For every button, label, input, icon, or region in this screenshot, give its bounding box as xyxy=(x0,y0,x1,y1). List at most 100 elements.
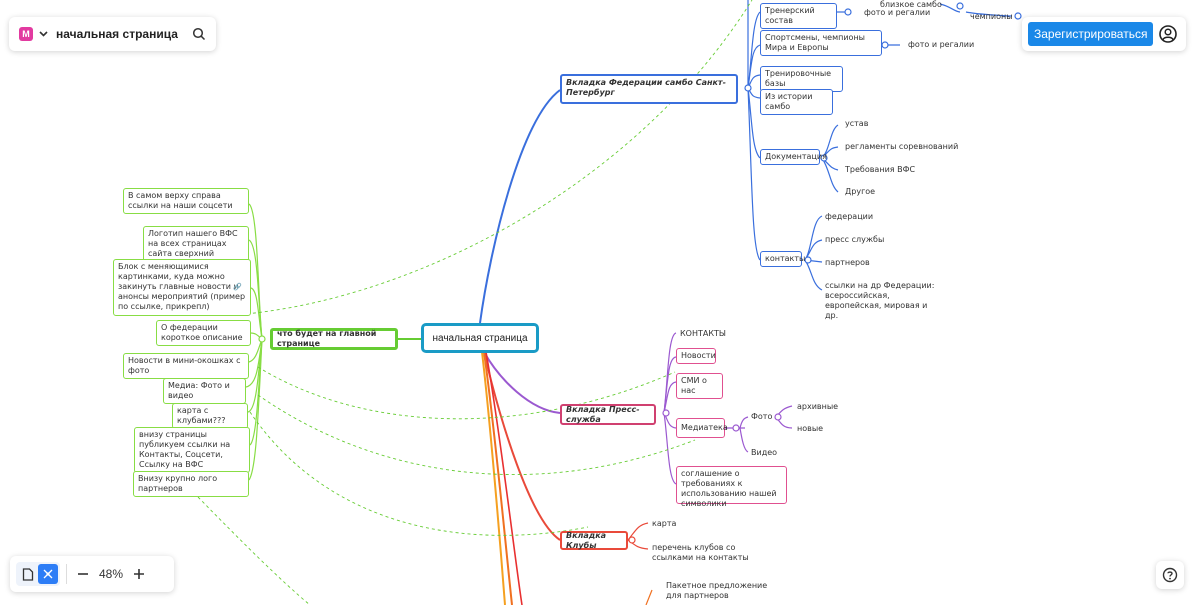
left-item-label: О федерации короткое описание xyxy=(161,323,243,342)
sub-label: ссылки на др Федерации: всероссийская, е… xyxy=(825,281,935,320)
left-item-node[interactable]: Новости в мини-окошках с фото xyxy=(123,353,249,379)
press-child-node[interactable]: Новости xyxy=(676,348,716,364)
sub-label: Фото xyxy=(751,412,773,421)
left-main-node[interactable]: что будет на главной странице xyxy=(270,328,398,350)
press-child-node[interactable]: СМИ о нас xyxy=(676,373,723,399)
contacts-sub-node[interactable]: федерации xyxy=(823,212,875,222)
contacts-sub-node[interactable]: ссылки на др Федерации: всероссийская, е… xyxy=(823,281,941,321)
partial-label: чемпионы xyxy=(970,12,1013,21)
docs-sub-node[interactable]: Требования ВФС xyxy=(843,165,917,175)
left-item-label: Внизу крупно лого партнеров xyxy=(138,474,218,493)
sub-label: Другое xyxy=(845,187,876,196)
left-item-label: карта с клубами??? xyxy=(177,406,226,425)
docs-sub-node[interactable]: Другое xyxy=(843,187,877,197)
register-button[interactable]: Зарегистрироваться xyxy=(1028,22,1154,46)
sub-label: карта xyxy=(652,519,677,528)
athletes-sub-node[interactable]: фото и регалии xyxy=(906,40,976,50)
contacts-sub-node[interactable]: партнеров xyxy=(823,258,872,268)
clubs-main-label: Вкладка Клубы xyxy=(566,530,607,550)
federation-child-node[interactable]: Документация xyxy=(760,149,827,165)
left-item-node[interactable]: Логотип нашего ВФС на всех страницах сай… xyxy=(143,226,249,262)
zoom-in-button[interactable] xyxy=(129,564,149,584)
sub-label: регламенты соревнований xyxy=(845,142,959,151)
user-icon[interactable] xyxy=(1159,25,1178,43)
zoom-out-button[interactable] xyxy=(73,564,93,584)
sub-label: Видео xyxy=(751,448,778,457)
zoom-out-icon xyxy=(78,573,88,575)
left-item-label: Медиа: Фото и видео xyxy=(168,381,230,400)
contacts-sub-node[interactable]: пресс службы xyxy=(823,235,886,245)
media-sub-node[interactable]: Видео xyxy=(749,448,779,458)
federation-child-label: Тренировочные базы xyxy=(765,69,832,88)
federation-main-label: Вкладка Федерации самбо Санкт-Петербург xyxy=(566,78,726,97)
press-child-label: соглашение о требованиях к использованию… xyxy=(681,469,777,508)
left-item-label: Новости в мини-окошках с фото xyxy=(128,356,241,375)
federation-child-label: контакты xyxy=(765,254,806,263)
sub-label: архивные xyxy=(797,402,839,411)
press-main-node[interactable]: Вкладка Пресс-служба xyxy=(560,404,656,425)
help-button[interactable] xyxy=(1156,561,1184,589)
mindmap-mode-icon xyxy=(43,569,53,579)
partners-sub-node[interactable]: Пакетное предложение для партнеров xyxy=(664,581,774,601)
root-node[interactable]: начальная страница xyxy=(421,323,539,353)
sub-label: федерации xyxy=(825,212,874,221)
federation-main-node[interactable]: Вкладка Федерации самбо Санкт-Петербург xyxy=(560,74,738,104)
left-main-label: что будет на главной странице xyxy=(277,329,377,348)
photo-sub-node[interactable]: новые xyxy=(795,424,825,434)
federation-partial-node[interactable]: фото и регалии xyxy=(862,8,932,18)
chevron-down-icon[interactable] xyxy=(39,31,48,37)
federation-child-label: Документация xyxy=(765,152,827,161)
left-item-node[interactable]: В самом верху справа ссылки на наши соцс… xyxy=(123,188,249,214)
sub-label: пресс службы xyxy=(825,235,885,244)
mindmap-mode-button[interactable] xyxy=(38,564,58,584)
partial-label: близкое самбо xyxy=(880,0,942,9)
document-title[interactable]: начальная страница xyxy=(56,27,178,41)
clubs-sub-node[interactable]: перечень клубов со ссылками на контакты xyxy=(650,543,770,563)
federation-child-node[interactable]: Из истории самбо xyxy=(760,89,833,115)
left-item-node[interactable]: внизу страницы публикуем ссылки на Конта… xyxy=(134,427,250,473)
press-child-node[interactable]: соглашение о требованиях к использованию… xyxy=(676,466,787,508)
federation-child-node[interactable]: Тренировочные базы xyxy=(760,66,843,92)
link-icon: 🔗 xyxy=(233,283,242,291)
left-item-label: внизу страницы публикуем ссылки на Конта… xyxy=(139,430,231,469)
sub-label: Требования ВФС xyxy=(845,165,916,174)
federation-child-label: Спортсмены, чемпионы Мира и Европы xyxy=(765,33,865,52)
docs-sub-node[interactable]: устав xyxy=(843,119,870,129)
left-item-node[interactable]: О федерации короткое описание xyxy=(156,320,251,346)
left-item-label: В самом верху справа ссылки на наши соцс… xyxy=(128,191,233,210)
document-mode-button[interactable] xyxy=(18,564,38,584)
docs-sub-node[interactable]: регламенты соревнований xyxy=(843,142,960,152)
left-item-node[interactable]: Медиа: Фото и видео xyxy=(163,378,246,404)
federation-child-node[interactable]: контакты xyxy=(760,251,806,267)
federation-child-node[interactable]: Тренерский состав xyxy=(760,3,837,29)
document-mode-icon xyxy=(22,567,34,581)
federation-partial-node[interactable]: близкое самбо xyxy=(878,0,944,10)
photo-sub-node[interactable]: архивные xyxy=(795,402,840,412)
sub-label: перечень клубов со ссылками на контакты xyxy=(652,543,749,562)
media-sub-node[interactable]: Фото xyxy=(749,412,774,422)
clubs-main-node[interactable]: Вкладка Клубы xyxy=(560,531,628,550)
search-icon[interactable] xyxy=(192,27,206,41)
clubs-sub-node[interactable]: карта xyxy=(650,519,678,529)
federation-child-node[interactable]: Спортсмены, чемпионы Мира и Европы xyxy=(760,30,882,56)
press-child-label: СМИ о нас xyxy=(681,376,707,395)
app-logo-letter: M xyxy=(22,29,30,39)
left-item-node[interactable]: Внизу крупно лого партнеров xyxy=(133,471,249,497)
app-logo-icon[interactable]: M xyxy=(19,27,33,41)
left-item-node[interactable]: карта с клубами??? xyxy=(172,403,248,429)
zoom-level[interactable]: 48% xyxy=(98,567,124,581)
sub-label: фото и регалии xyxy=(908,40,975,49)
sub-label: Пакетное предложение для партнеров xyxy=(666,581,768,600)
federation-child-label: Тренерский состав xyxy=(765,6,815,25)
account-toolbar: Зарегистрироваться xyxy=(1022,17,1186,51)
federation-partial-node[interactable]: чемпионы xyxy=(968,12,1015,22)
partial-label: фото и регалии xyxy=(864,8,931,17)
press-child-node[interactable]: Медиатека xyxy=(676,418,728,438)
press-child-node[interactable]: КОНТАКТЫ xyxy=(678,329,728,339)
press-child-label: КОНТАКТЫ xyxy=(680,329,726,338)
left-item-node[interactable]: Блок с меняющимися картинками, куда можн… xyxy=(113,259,251,316)
sub-label: партнеров xyxy=(825,258,870,267)
sub-label: новые xyxy=(797,424,824,433)
